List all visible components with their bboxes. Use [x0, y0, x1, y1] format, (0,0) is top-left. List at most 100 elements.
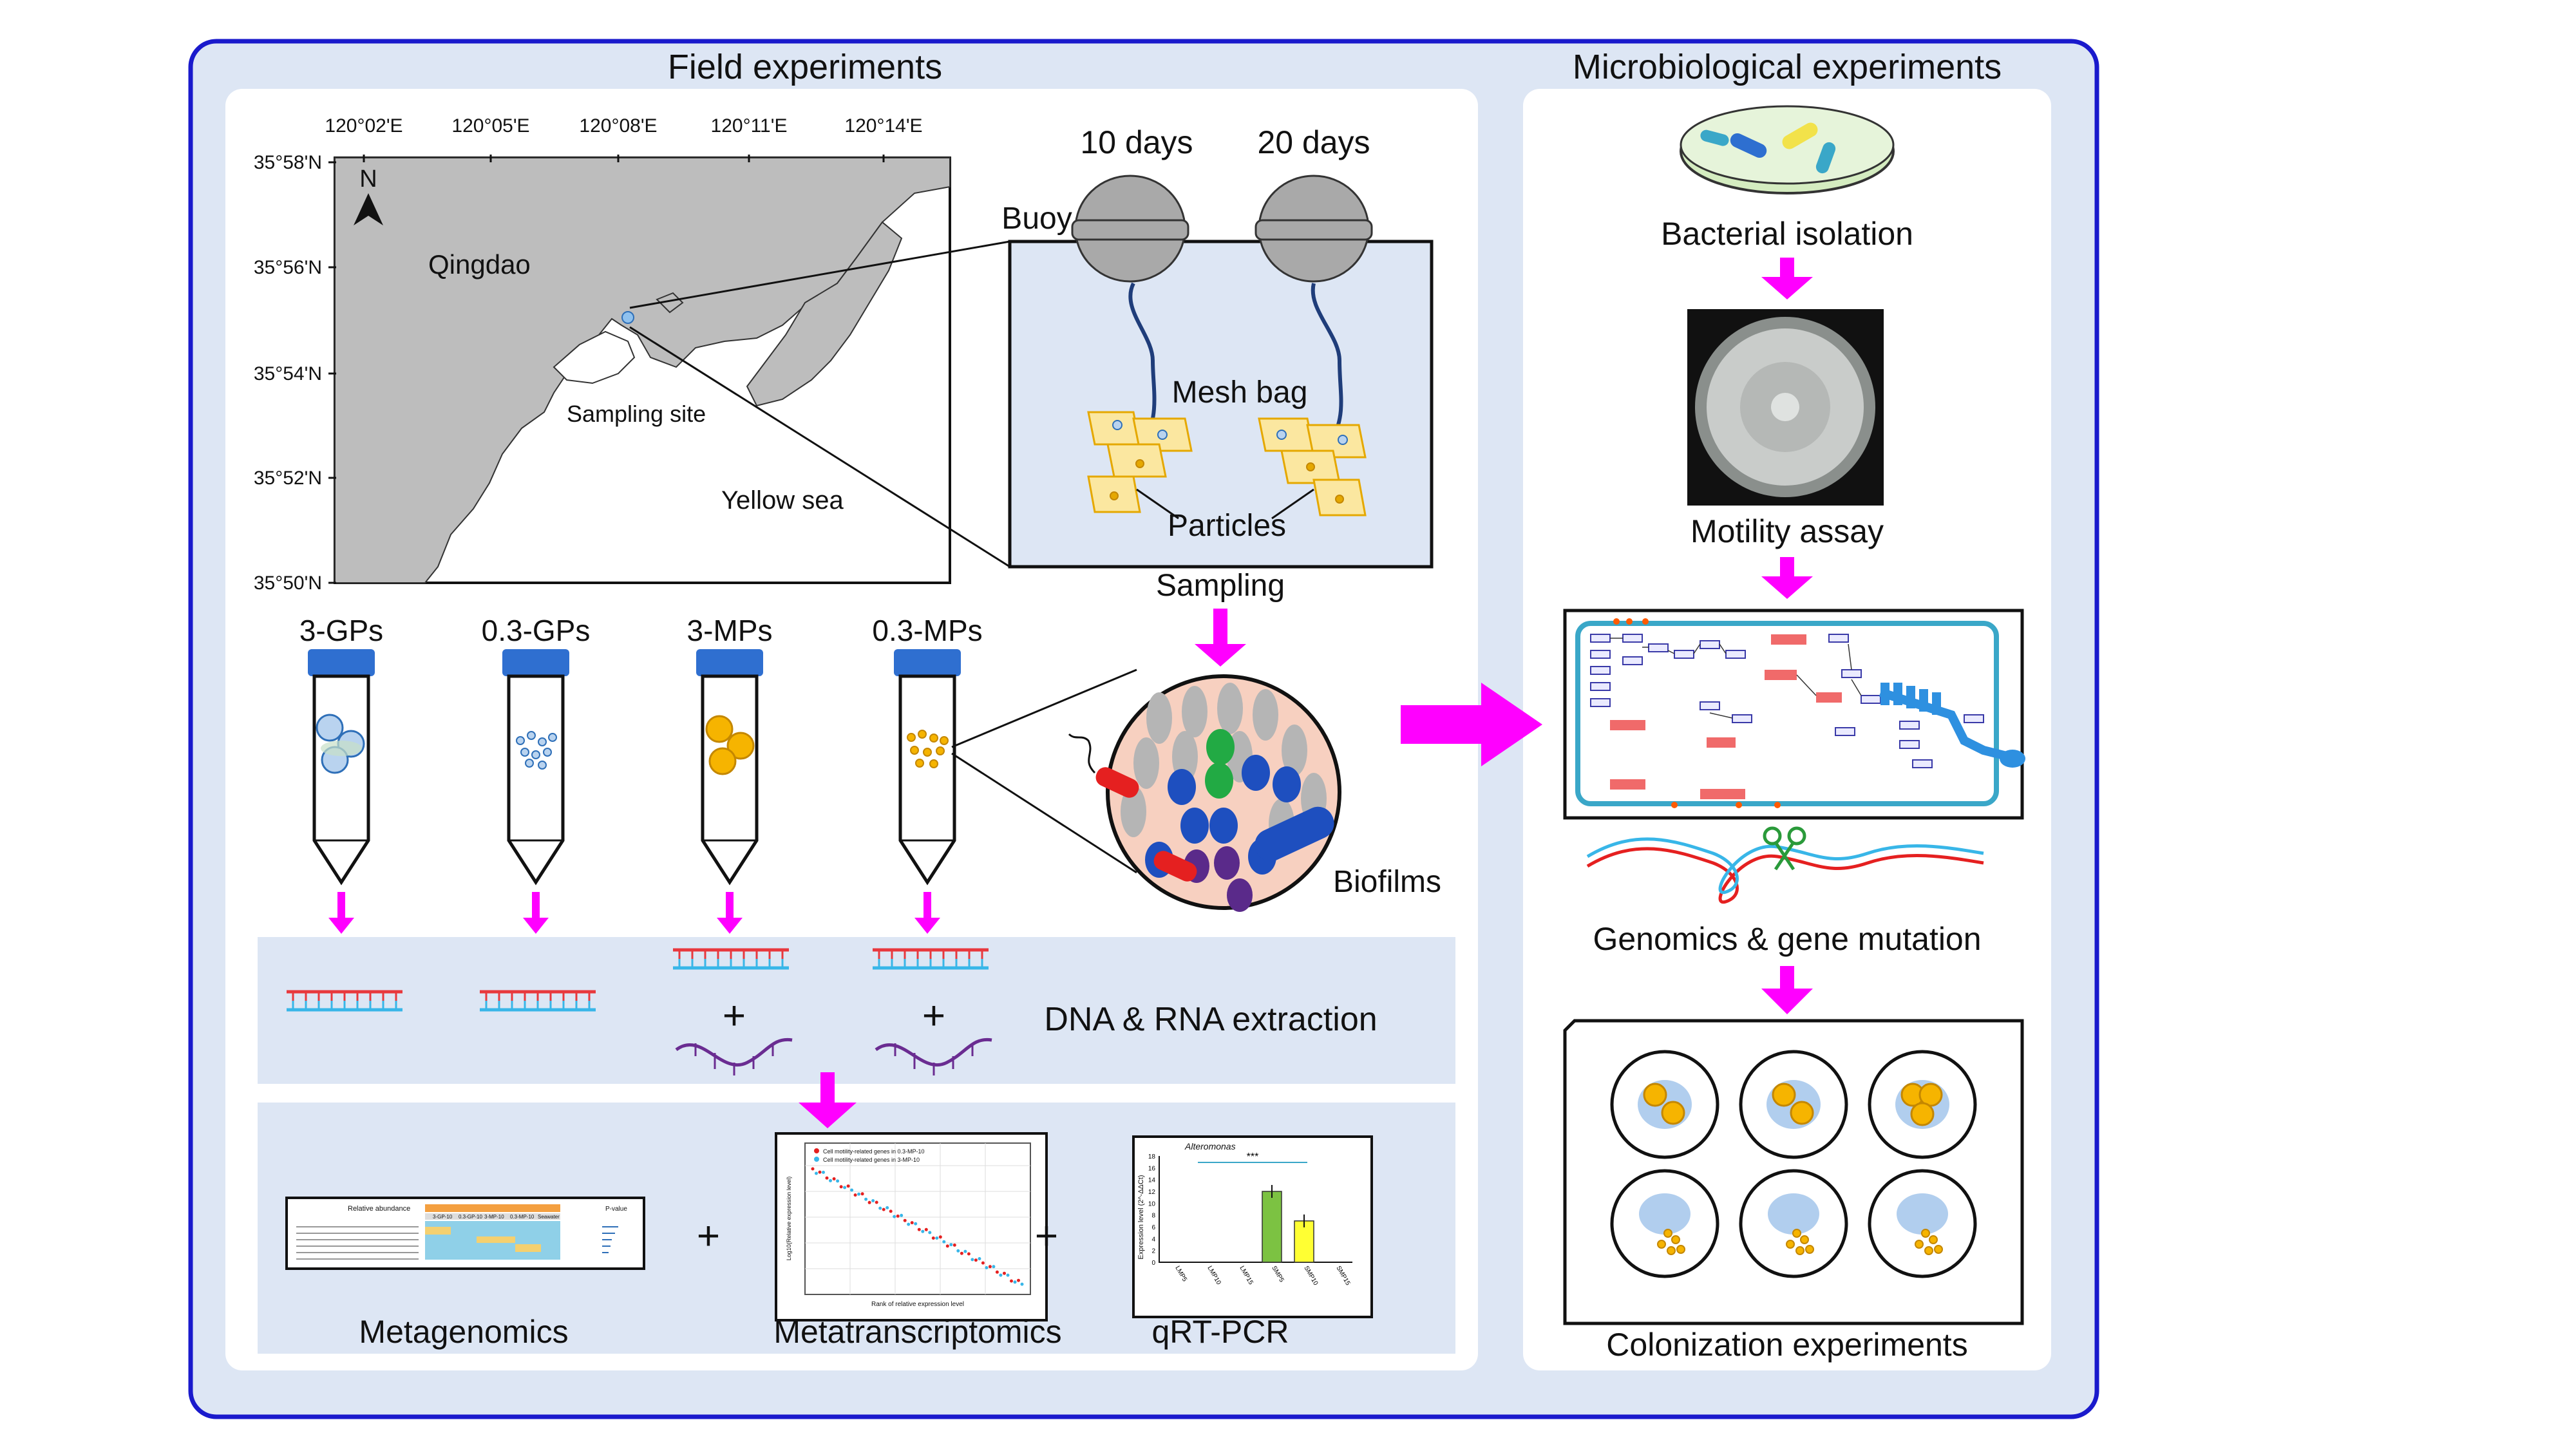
- qpcr-bar: [1294, 1220, 1314, 1263]
- heatmap-group-2: 0.3-GP-10: [459, 1214, 482, 1220]
- arrow-3: [1761, 966, 1813, 1014]
- scatter-point: [864, 1197, 868, 1201]
- tube-arrows: [328, 892, 940, 934]
- zoom-line-top: [629, 240, 1010, 309]
- qpcr-ytick: 18: [1148, 1153, 1156, 1160]
- lat-tick-2: 35°56'N: [254, 257, 322, 278]
- sea-label: Yellow sea: [721, 486, 844, 515]
- scatter-ylabel: Log10(Relative expression level): [786, 1177, 792, 1261]
- heatmap-header: Relative abundance: [348, 1205, 410, 1213]
- plus-omics-1: +: [697, 1214, 720, 1258]
- scatter-point: [900, 1213, 904, 1217]
- scatter-point: [917, 1227, 921, 1231]
- scatter-point: [867, 1200, 871, 1204]
- qpcr-ytick: 14: [1148, 1177, 1156, 1184]
- micro-title: Microbiological experiments: [1573, 48, 2002, 86]
- scatter-point: [967, 1252, 971, 1256]
- tube-2-label: 0.3-GPs: [482, 614, 591, 647]
- scatter-point: [949, 1243, 953, 1247]
- heatmap-thumbnail: Relative abundance 3-GP-10 0.3-GP-10 3-M…: [285, 1197, 645, 1270]
- scatter-point: [907, 1222, 911, 1226]
- qpcr-ytick: 0: [1151, 1260, 1155, 1267]
- isolation-label: Bacterial isolation: [1661, 216, 1913, 252]
- gene-mutation-icon: [1586, 826, 1984, 904]
- tether-2: [1311, 283, 1343, 439]
- dna-2: [480, 992, 596, 1010]
- scatter-point: [971, 1258, 974, 1262]
- site-marker: [621, 311, 634, 324]
- scatter-point: [942, 1240, 946, 1244]
- scatter-point: [896, 1214, 900, 1218]
- scatter-point: [903, 1218, 907, 1222]
- dna-3: [673, 950, 789, 968]
- pathway-map: [1563, 609, 2025, 820]
- mesh-bag-label: Mesh bag: [1172, 375, 1308, 410]
- dna-4: [873, 950, 989, 968]
- biofilm-circle: [1068, 674, 1341, 912]
- scatter-point: [1013, 1280, 1017, 1284]
- motility-plate-photo: [1687, 309, 1884, 506]
- scatter-point: [850, 1188, 854, 1192]
- scatter-point: [960, 1251, 963, 1255]
- day2-label: 20 days: [1257, 124, 1370, 160]
- dna-1: [287, 992, 402, 1010]
- particles-label: Particles: [1168, 509, 1286, 543]
- scatter-point: [825, 1176, 829, 1180]
- tether-1: [1128, 282, 1157, 439]
- scatter-point: [843, 1186, 847, 1189]
- qpcr-ylabel: Expression level (2^-ΔΔCt): [1137, 1175, 1145, 1259]
- lat-tick-5: 35°50'N: [254, 573, 322, 594]
- metatranscriptomics-label: Metatranscriptomics: [773, 1314, 1061, 1350]
- scatter-point: [882, 1208, 886, 1211]
- lat-tick-1: 35°58'N: [254, 152, 322, 173]
- map-ticks: [328, 155, 885, 584]
- city-label: Qingdao: [428, 249, 531, 279]
- scatter-point: [815, 1171, 818, 1175]
- lon-tick-2: 120°05'E: [451, 115, 529, 137]
- zoom-line-bottom: [629, 326, 1010, 568]
- scatter-point: [871, 1199, 875, 1202]
- qpcr-ytick: 2: [1151, 1248, 1155, 1255]
- scatter-thumbnail: Cell motility-related genes in 0.3-MP-10…: [775, 1132, 1048, 1321]
- scatter-point: [822, 1170, 825, 1174]
- study-map: 120°02'E 120°05'E 120°08'E 120°11'E 120°…: [254, 115, 1010, 594]
- scatter-point: [952, 1243, 956, 1247]
- qpcr-ytick: 16: [1148, 1165, 1156, 1172]
- scatter-point: [995, 1270, 999, 1274]
- scatter-point: [978, 1257, 981, 1260]
- qpcr-axes: [1159, 1156, 1352, 1263]
- tube-1-label: 3-GPs: [299, 614, 383, 647]
- omics-band: Relative abundance 3-GP-10 0.3-GP-10 3-M…: [258, 1072, 1455, 1354]
- island-shape: [656, 292, 684, 314]
- particles-pointer-1: [1136, 488, 1179, 520]
- scatter-point: [945, 1244, 949, 1248]
- scatter-point: [992, 1265, 996, 1269]
- extraction-band: + + DNA & RNA extraction: [258, 937, 1455, 1084]
- scatter-point: [914, 1222, 918, 1226]
- heatmap-group-1: 3-GP-10: [433, 1214, 453, 1220]
- buoy-1: [1071, 175, 1189, 283]
- deployment-diagram: 10 days 20 days Buoy Mesh bag: [1001, 124, 1434, 667]
- particles-pointer-2: [1271, 488, 1314, 520]
- petri-dish-icon: [1680, 105, 1895, 194]
- mesh-bag-1: [1087, 411, 1193, 513]
- tube-3: [696, 649, 763, 886]
- scatter-point: [935, 1236, 939, 1240]
- scatter-point: [878, 1206, 882, 1210]
- sampling-arrow-head: [1195, 644, 1246, 667]
- scatter-point: [818, 1170, 822, 1174]
- lon-tick-4: 120°11'E: [711, 115, 788, 137]
- biofilm-zoom-top: [951, 668, 1137, 748]
- qpcr-ytick: 10: [1148, 1200, 1156, 1208]
- site-label: Sampling site: [567, 401, 706, 427]
- lon-tick-5: 120°14'E: [844, 115, 922, 137]
- buoy-2: [1255, 175, 1373, 283]
- lon-tick-3: 120°08'E: [579, 115, 657, 137]
- scatter-point: [981, 1261, 985, 1265]
- tube-4: [894, 649, 961, 886]
- scatter-point: [988, 1265, 992, 1269]
- buoy-label: Buoy: [1001, 202, 1072, 236]
- scatter-point: [893, 1215, 896, 1218]
- extraction-label: DNA & RNA extraction: [1044, 1001, 1377, 1038]
